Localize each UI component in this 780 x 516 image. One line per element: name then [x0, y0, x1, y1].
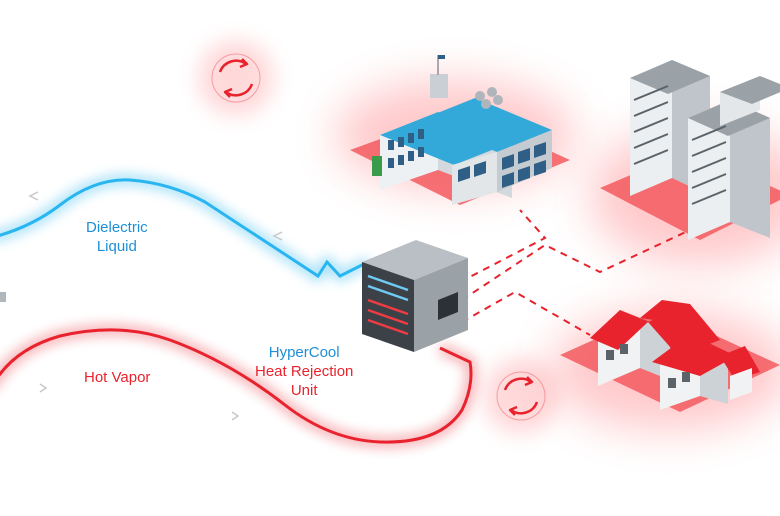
recycle-arrows-icon	[211, 53, 261, 103]
office-building	[350, 55, 570, 205]
dielectric-liquid-label-line1: Dielectric	[86, 219, 148, 236]
residential-houses	[560, 300, 780, 412]
flow-arrows	[28, 191, 283, 421]
unit-label-line2: Heat Rejection	[255, 363, 354, 380]
flow-arrow-icon	[28, 191, 39, 201]
hot-vapor-label: Hot Vapor	[84, 369, 151, 386]
unit-label-line3: Unit	[290, 382, 318, 399]
edge-fragment	[0, 292, 6, 302]
heat-rejection-unit	[362, 240, 468, 352]
dashed-connections	[459, 209, 691, 336]
dielectric-liquid-label-line2: Liquid	[96, 238, 137, 255]
high-rise-towers	[600, 60, 780, 240]
dielectric-liquid-label: Dielectric Liquid	[86, 218, 148, 256]
flow-arrow-icon	[272, 231, 283, 241]
flow-arrow-icon	[231, 411, 240, 421]
hot-vapor-line	[0, 324, 476, 448]
flow-arrow-icon	[39, 383, 48, 393]
heat-rejection-unit-label: HyperCool Heat Rejection Unit	[255, 343, 353, 400]
dielectric-liquid-line	[0, 174, 371, 283]
unit-label-line1: HyperCool	[268, 344, 340, 361]
recycle-arrows-icon	[496, 371, 546, 421]
